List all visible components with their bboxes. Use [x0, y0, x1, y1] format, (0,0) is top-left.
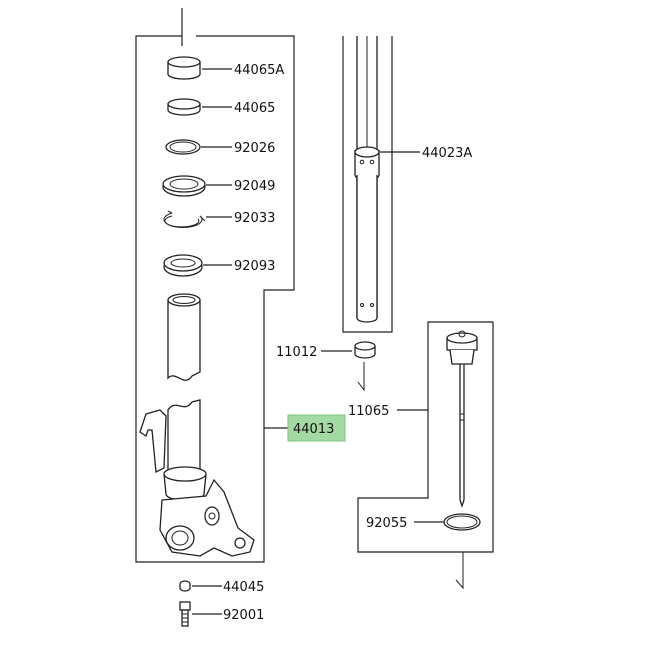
bushing-44065a: [167, 56, 201, 80]
inner-tube-bracket: [342, 36, 393, 333]
label-44023a[interactable]: 44023A: [422, 146, 472, 161]
oil-seal-92049: [162, 175, 206, 197]
highlight-44013: [287, 414, 346, 442]
label-11065[interactable]: 11065: [348, 404, 389, 419]
bushing-44065: [167, 98, 201, 116]
bolt-92001: [179, 601, 191, 627]
washer-44045: [179, 580, 191, 592]
dust-seal-92093: [163, 254, 203, 277]
label-92001[interactable]: 92001: [223, 608, 264, 623]
cartridge-bracket: [357, 321, 494, 553]
label-44065[interactable]: 44065: [234, 101, 275, 116]
inner-tube-44023a: [354, 36, 380, 323]
label-92049[interactable]: 92049: [234, 179, 275, 194]
label-11012[interactable]: 11012: [276, 345, 317, 360]
label-44045[interactable]: 44045: [223, 580, 264, 595]
break-symbol-11012: [357, 362, 365, 392]
label-44013[interactable]: 44013: [293, 422, 334, 437]
circlip-92033: [163, 210, 206, 229]
outer-tube-44013: [139, 293, 255, 557]
break-symbol-cartridge: [455, 552, 464, 590]
label-92055[interactable]: 92055: [366, 516, 407, 531]
label-92026[interactable]: 92026: [234, 141, 275, 156]
cartridge-11065: [446, 330, 478, 509]
cap-11012: [354, 341, 376, 359]
label-92093[interactable]: 92093: [234, 259, 275, 274]
washer-92026: [165, 139, 201, 155]
label-92033[interactable]: 92033: [234, 211, 275, 226]
left-assembly-bracket: [135, 35, 295, 563]
o-ring-92055: [443, 513, 481, 531]
label-44065a[interactable]: 44065A: [234, 63, 284, 78]
